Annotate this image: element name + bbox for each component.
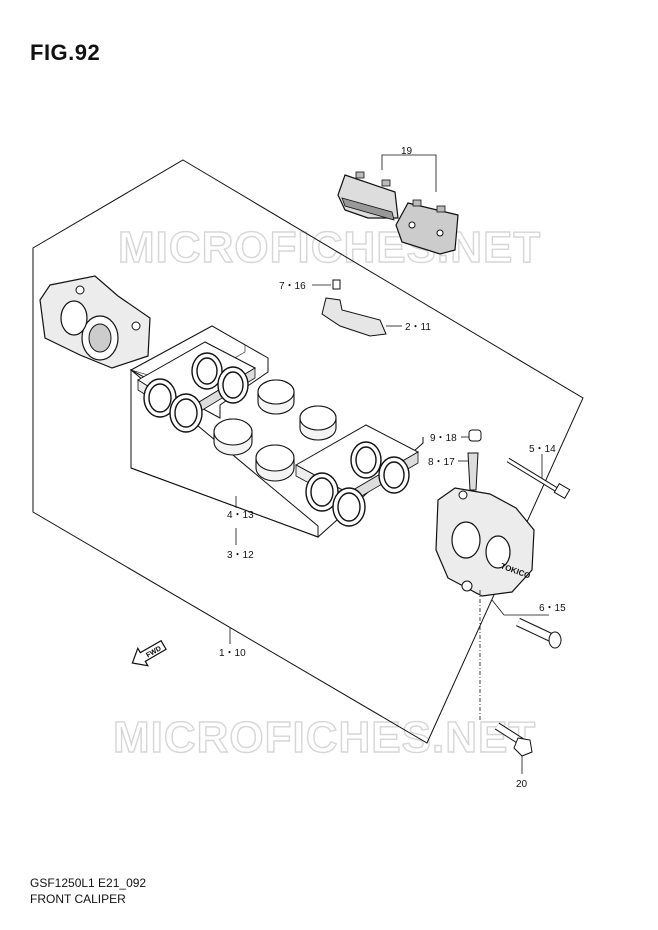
figure-title: FIG.92 — [30, 40, 101, 65]
fwd-arrow-icon: FWD — [131, 639, 167, 667]
label-20: 20 — [516, 779, 528, 790]
figure-caption: FRONT CALIPER — [30, 892, 126, 906]
label-6-15: 6・15 — [539, 603, 566, 614]
model-code: GSF1250L1 E21_092 — [30, 876, 147, 890]
mounting-bolt-6-15 — [491, 599, 562, 649]
bolt-20 — [479, 590, 533, 774]
assembly-outline-box — [32, 159, 584, 744]
label-8-17: 8・17 — [428, 457, 455, 468]
watermark-bottom: MICROFICHES.NET — [113, 713, 536, 762]
bleeder-valve — [458, 429, 482, 491]
label-2-11: 2・11 — [405, 322, 431, 333]
caliper-half-left — [39, 275, 151, 369]
label-5-14: 5・14 — [529, 444, 556, 455]
label-7-16: 7・16 — [279, 281, 306, 292]
label-19: 19 — [401, 146, 413, 157]
caliper-body-right: TOKICO — [435, 487, 535, 597]
label-3-12: 3・12 — [227, 550, 254, 561]
label-4-13: 4・13 — [227, 510, 254, 521]
pistons — [213, 379, 337, 482]
pad-pin — [506, 454, 571, 500]
pad-spring-bracket — [312, 279, 402, 337]
fwd-marking: FWD — [145, 645, 162, 659]
label-9-18: 9・18 — [430, 433, 457, 444]
seal-kit-group — [129, 325, 424, 538]
label-1-10: 1・10 — [219, 648, 246, 659]
brake-pads — [337, 154, 459, 255]
